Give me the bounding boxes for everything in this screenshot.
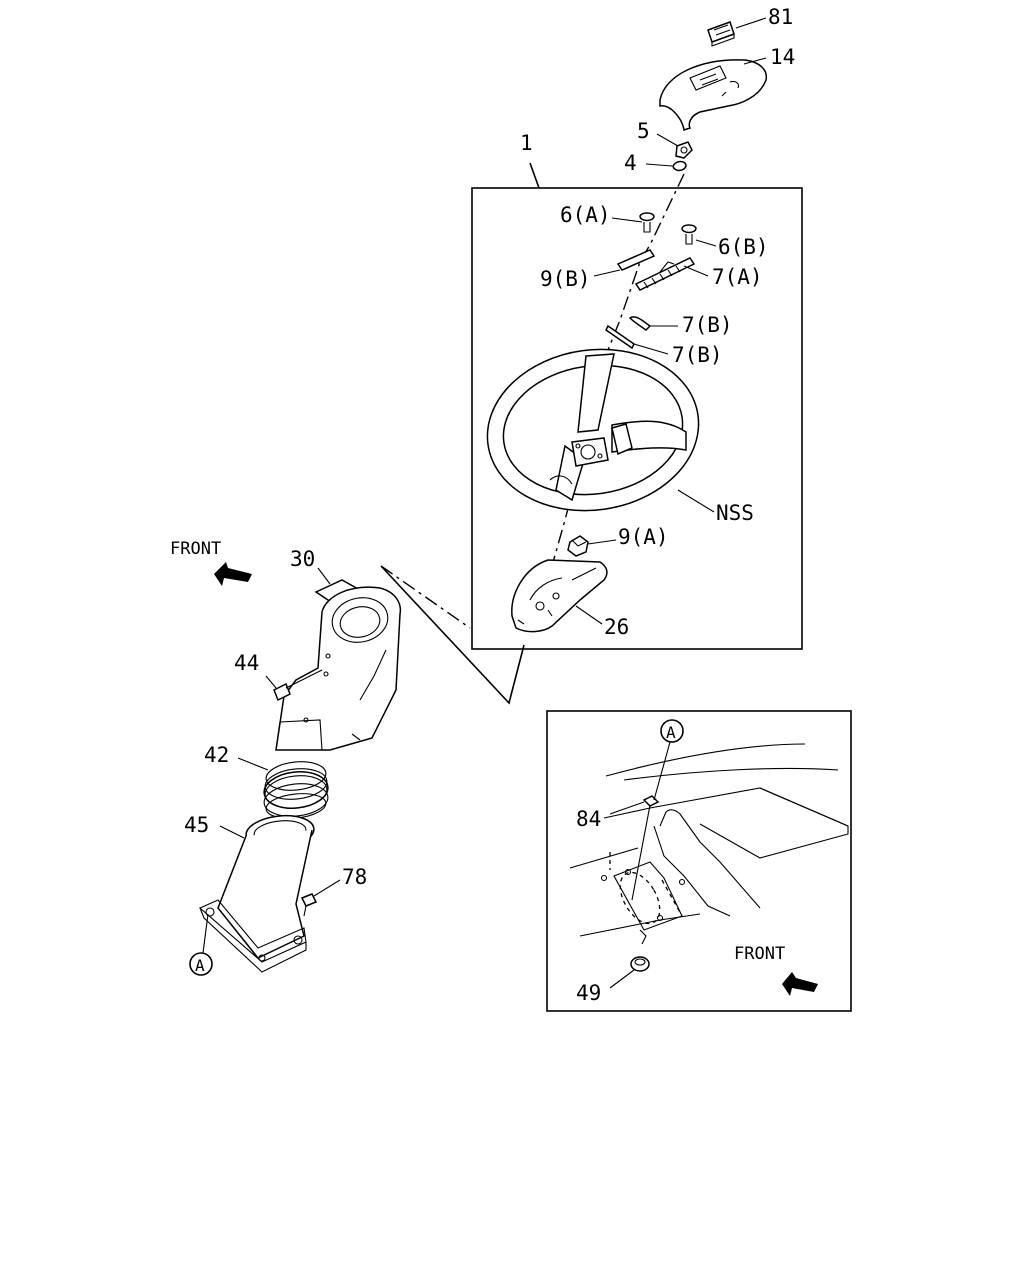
label-45: 45	[184, 813, 209, 837]
label-81: 81	[768, 5, 793, 29]
part-9b-plate	[616, 249, 656, 271]
label-7a: 7(A)	[712, 265, 763, 289]
part-9a-nut	[567, 535, 589, 557]
part-45-lower-cover	[198, 814, 315, 973]
part-30-column-cover	[275, 579, 402, 751]
label-nss: NSS	[716, 501, 754, 525]
part-6a-screw	[639, 212, 655, 233]
part-78-bolt	[300, 893, 318, 917]
label-30: 30	[290, 547, 315, 571]
label-42: 42	[204, 743, 229, 767]
label-84: 84	[576, 807, 601, 831]
ref-a-inset-letter: A	[666, 723, 676, 742]
label-9b: 9(B)	[540, 267, 591, 291]
part-7b-spring-2	[605, 324, 635, 350]
part-7b-spring-1	[628, 316, 652, 331]
leader-lines	[219, 17, 767, 989]
front-arrow-inset-icon	[782, 972, 818, 996]
steering-wheel-nss	[486, 348, 700, 512]
label-78: 78	[342, 865, 367, 889]
label-49: 49	[576, 981, 601, 1005]
part-44-bolt	[273, 669, 323, 702]
part-49-grommet	[630, 929, 650, 972]
part-81-switch	[707, 21, 735, 47]
part-84-clip	[642, 795, 660, 807]
ref-a-marker-inset	[653, 719, 684, 801]
label-6b: 6(B)	[718, 235, 769, 259]
label-1: 1	[520, 131, 533, 155]
front-label-left: FRONT	[170, 539, 221, 559]
callout-labels: 81 14 5 4 1 6(A) 6(B) 9(B) 7(A) 7(B) 7(B…	[170, 5, 795, 1005]
part-14-cover	[659, 59, 768, 131]
assembly-box-1	[471, 162, 803, 650]
part-4-washer	[672, 160, 687, 172]
label-5: 5	[637, 119, 650, 143]
label-6a: 6(A)	[560, 203, 611, 227]
ref-a-left-letter: A	[195, 956, 205, 975]
front-label-inset: FRONT	[734, 944, 785, 964]
part-6b-screw	[681, 224, 697, 245]
label-9a: 9(A)	[618, 525, 669, 549]
label-44: 44	[234, 651, 259, 675]
part-26-lower-cover	[511, 559, 608, 633]
label-14: 14	[770, 45, 795, 69]
part-42-boot	[263, 761, 329, 819]
part-7a-contact	[634, 257, 696, 291]
part-5-nut	[675, 141, 693, 159]
ref-a-marker-left	[189, 913, 213, 976]
label-7b-2: 7(B)	[672, 343, 723, 367]
label-4: 4	[624, 151, 637, 175]
front-arrow-left-icon	[214, 562, 252, 586]
inset-box	[546, 710, 852, 1012]
label-26: 26	[604, 615, 629, 639]
label-7b-1: 7(B)	[682, 313, 733, 337]
